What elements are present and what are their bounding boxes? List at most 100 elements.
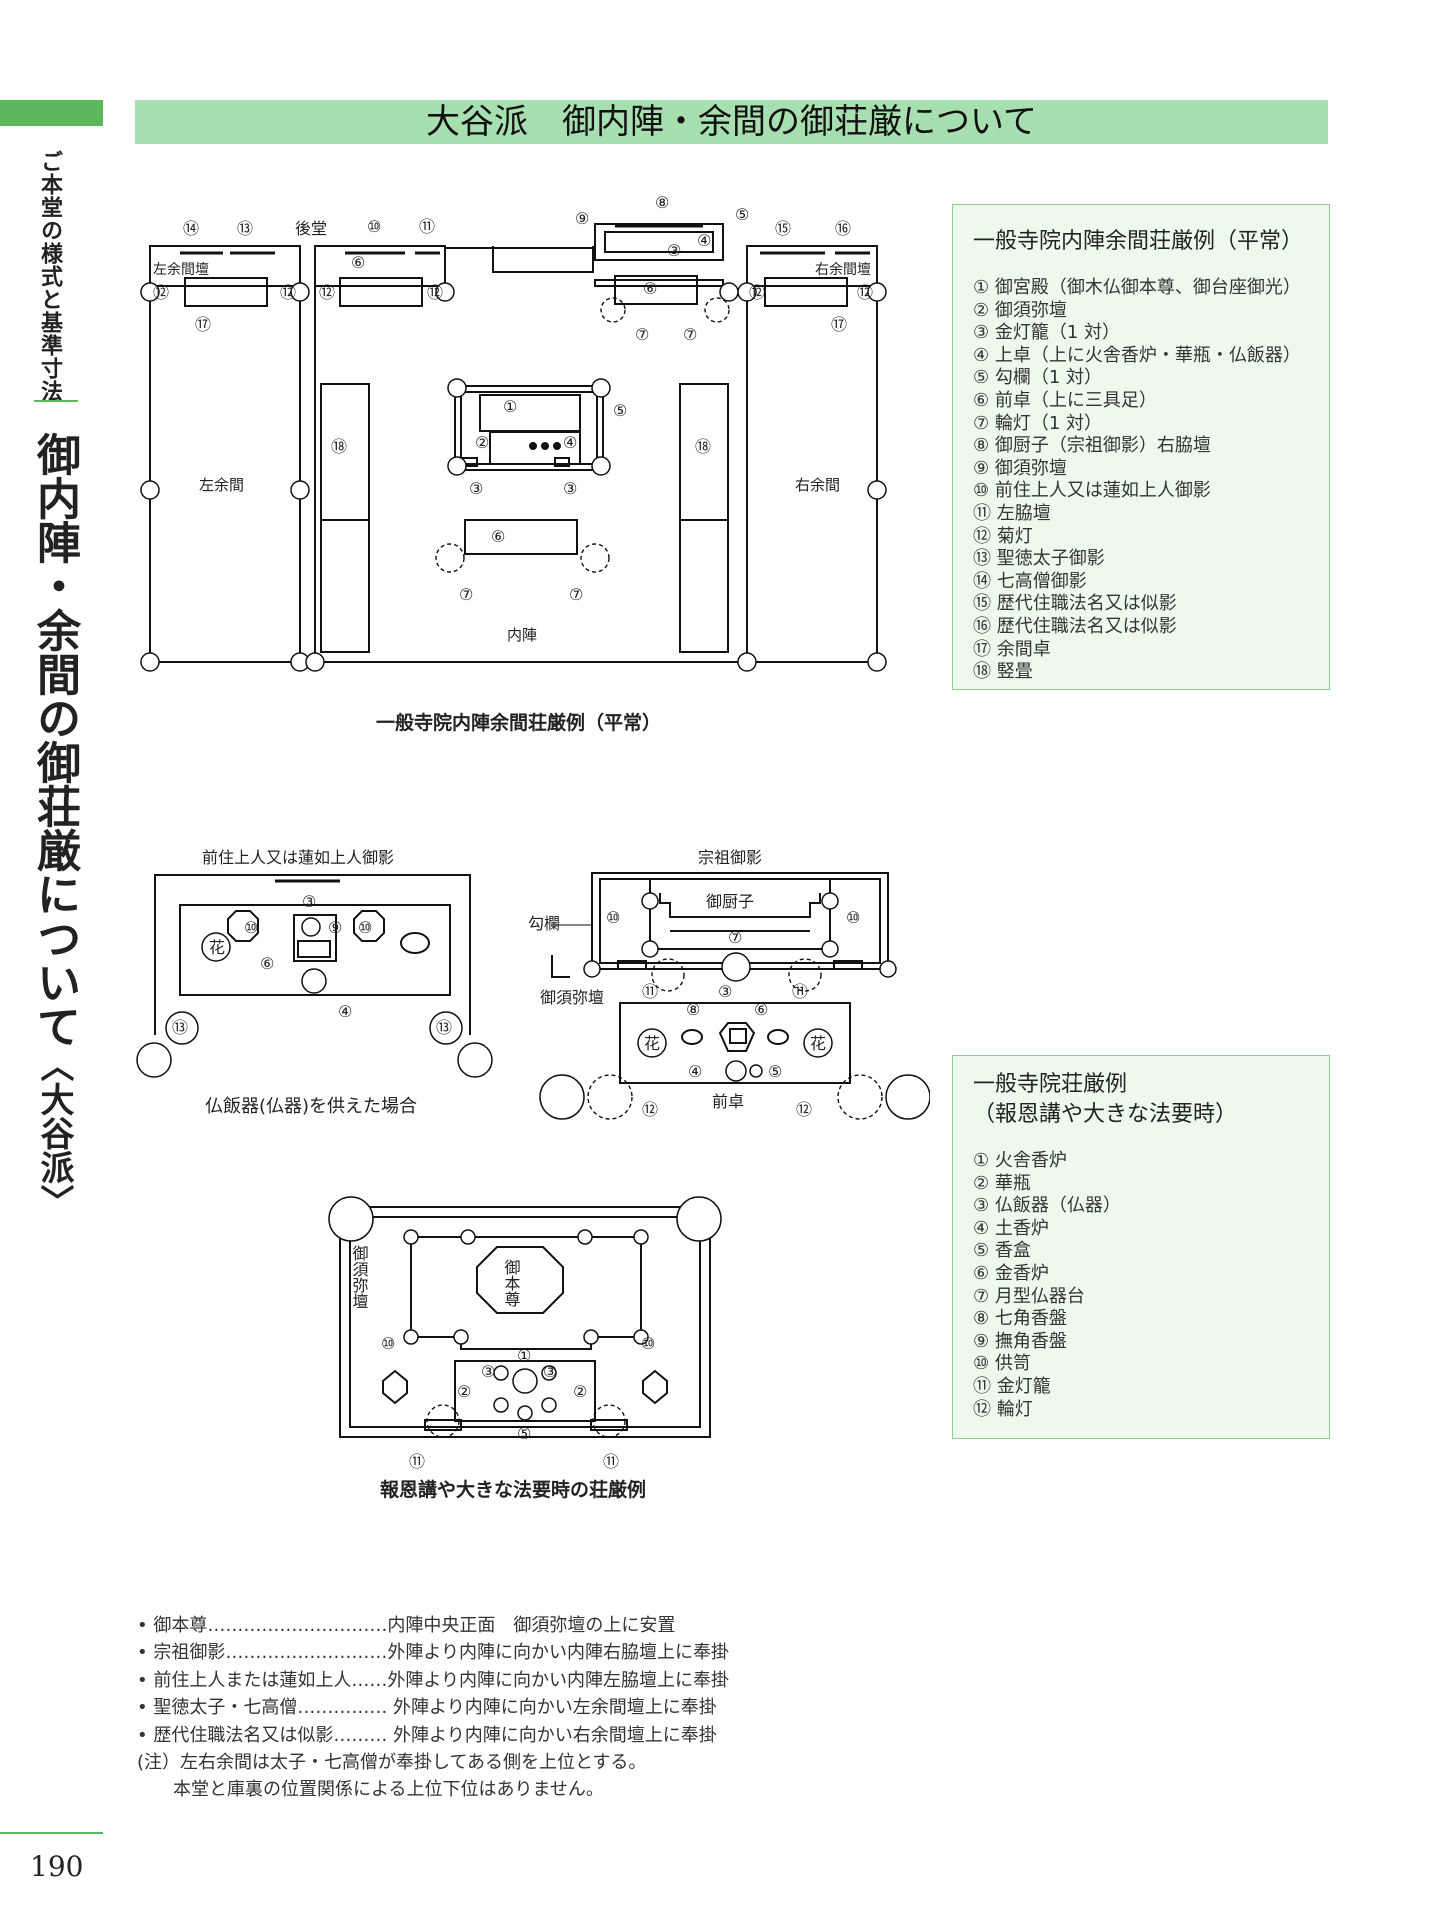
svg-text:②: ② <box>457 1382 471 1401</box>
caption-diagram1: 一般寺院内陣余間荘厳例（平常） <box>376 712 662 734</box>
legend-item: ② 御須弥壇 <box>973 299 1067 321</box>
svg-text:⑫: ⑫ <box>796 1100 812 1119</box>
svg-text:⑥: ⑥ <box>260 954 274 973</box>
chapter-title: ご本堂の様式と基準寸法 <box>37 150 63 403</box>
svg-text:⑦: ⑦ <box>728 928 742 947</box>
legend-item: ② 華瓶 <box>973 1172 1031 1194</box>
legend-item: ⑨ 御須弥壇 <box>973 457 1067 479</box>
legend-item: ④ 上卓（上に火舎香炉・華瓶・仏飯器） <box>973 344 1301 366</box>
svg-text:⑫: ⑫ <box>749 283 765 302</box>
svg-text:⑰: ⑰ <box>195 315 211 334</box>
gohonzon-label: 御本尊 <box>502 1259 521 1308</box>
legend-item: ⑩ 前住上人又は蓮如上人御影 <box>973 480 1211 502</box>
legend-item: ⑧ 七角香盤 <box>973 1308 1067 1330</box>
legend-item: ⑯ 歴代住職法名又は似影 <box>973 615 1177 637</box>
svg-text:⑩: ⑩ <box>641 1334 655 1353</box>
svg-text:②: ② <box>573 1382 587 1401</box>
legend-item: ⑤ 香盒 <box>973 1240 1031 1262</box>
hana-label-right: 花 <box>810 1034 826 1053</box>
legend-hoonko: 一般寺院荘厳例（報恩講や大きな法要時） ① 火舎香炉 ② 華瓶 ③ 仏飯器（仏器… <box>952 1055 1330 1439</box>
svg-text:⑧: ⑧ <box>686 1000 700 1019</box>
note-line: • 御本尊…………………………内陣中央正面 御須弥壇の上に安置 <box>137 1615 676 1636</box>
svg-text:⑫: ⑫ <box>319 283 335 302</box>
svg-text:⑦: ⑦ <box>569 585 583 604</box>
hana-label: 花 <box>209 938 225 957</box>
section-title: 御内陣・余間の御荘厳について〈大谷派〉 <box>29 432 80 1218</box>
svg-text:⑪: ⑪ <box>792 982 808 1001</box>
svg-text:⑫: ⑫ <box>427 283 443 302</box>
svg-text:⑱: ⑱ <box>331 437 347 456</box>
svg-text:⑥: ⑥ <box>754 1000 768 1019</box>
legend-item: ⑫ 菊灯 <box>973 525 1033 547</box>
legend-item: ④ 土香炉 <box>973 1217 1049 1239</box>
svg-text:⑯: ⑯ <box>835 219 851 238</box>
label-migi-yoma: 右余間 <box>795 476 840 494</box>
legend-item: ⑮ 歴代住職法名又は似影 <box>973 593 1177 615</box>
svg-text:⑪: ⑪ <box>642 982 658 1001</box>
caption-diagram4: 報恩講や大きな法要時の荘厳例 <box>380 1479 647 1501</box>
svg-text:③: ③ <box>302 892 316 911</box>
kouran-label: 勾欄 <box>528 914 560 933</box>
page-rule <box>0 1832 103 1834</box>
caption-diagram2: 仏飯器(仏器)を供えた場合 <box>205 1096 418 1117</box>
svg-text:⑩: ⑩ <box>244 918 258 937</box>
svg-text:②: ② <box>475 433 489 452</box>
label-hidari-yoma: 左余間 <box>199 476 244 494</box>
svg-text:⑤: ⑤ <box>613 401 627 420</box>
page-number: 190 <box>30 1850 84 1883</box>
note-line: 本堂と庫裏の位置関係による上位下位はありません。 <box>137 1779 604 1801</box>
svg-text:⑥: ⑥ <box>643 279 657 298</box>
shumidan-label: 御須弥壇 <box>540 988 604 1007</box>
svg-text:⑨: ⑨ <box>575 209 589 228</box>
legend-item: ⑭ 七高僧御影 <box>973 570 1087 592</box>
svg-text:⑫: ⑫ <box>857 283 873 302</box>
svg-text:③: ③ <box>667 241 681 260</box>
legend-item: ⑩ 供笥 <box>973 1353 1031 1375</box>
legend-item: ③ 仏飯器（仏器） <box>973 1195 1121 1217</box>
svg-text:⑫: ⑫ <box>280 283 296 302</box>
svg-text:③: ③ <box>563 479 577 498</box>
notes-list: • 御本尊…………………………内陣中央正面 御須弥壇の上に安置 • 宗祖御影……… <box>137 1612 729 1804</box>
note-line: • 歴代住職法名又は似影……… 外陣より内陣に向かい右余間壇上に奉掛 <box>137 1724 717 1746</box>
legend-item: ③ 金灯籠（1 対） <box>973 322 1121 344</box>
svg-text:③: ③ <box>469 479 483 498</box>
svg-text:④: ④ <box>338 1002 352 1021</box>
svg-text:⑧: ⑧ <box>655 193 669 212</box>
svg-text:③: ③ <box>481 1362 495 1381</box>
legend-item: ⑬ 聖徳太子御影 <box>973 548 1105 570</box>
svg-text:④: ④ <box>688 1062 702 1081</box>
legend-item: ⑫ 輪灯 <box>973 1398 1033 1420</box>
svg-text:⑩: ⑩ <box>846 908 860 927</box>
section-subtitle: 〈大谷派〉 <box>34 1048 74 1218</box>
legend-item: ① 御宮殿（御木仏御本尊、御台座御光） <box>973 277 1301 298</box>
svg-text:⑬: ⑬ <box>436 1018 452 1037</box>
svg-text:⑰: ⑰ <box>831 315 847 334</box>
legend-item: ⑦ 輪灯（1 対） <box>973 412 1103 434</box>
svg-text:⑭: ⑭ <box>183 219 199 238</box>
legend-item: ⑰ 余間卓 <box>973 638 1051 660</box>
legend-item: ⑧ 御厨子（宗祖御影）右脇壇 <box>973 435 1211 457</box>
svg-text:④: ④ <box>697 231 711 250</box>
svg-text:③: ③ <box>543 1362 557 1381</box>
svg-text:④: ④ <box>563 433 577 452</box>
note-line: (注）左右余間は太子・七高僧が奉掛してある側を上位とする。 <box>137 1752 647 1774</box>
legend-item: ⑦ 月型仏器台 <box>973 1285 1085 1307</box>
legend-hoonko-title: 一般寺院荘厳例（報恩講や大きな法要時） <box>973 1072 1238 1127</box>
svg-text:⑪: ⑪ <box>409 1452 425 1471</box>
svg-text:⑫: ⑫ <box>642 1100 658 1119</box>
label-naijin: 内陣 <box>507 626 537 644</box>
shumidan-vertical-label: 御須弥壇 <box>350 1245 369 1309</box>
svg-text:⑬: ⑬ <box>172 1018 188 1037</box>
legend-item: ① 火舎香炉 <box>973 1150 1067 1171</box>
svg-text:③: ③ <box>718 982 732 1001</box>
legend-normal-title: 一般寺院内陣余間荘厳例（平常） <box>973 229 1304 254</box>
svg-text:⑦: ⑦ <box>635 325 649 344</box>
label-migi-yoma-dan: 右余間壇 <box>815 261 871 278</box>
svg-text:⑩: ⑩ <box>381 1334 395 1353</box>
svg-text:⑫: ⑫ <box>153 283 169 302</box>
label-hidari-yoma-dan: 左余間壇 <box>153 261 209 278</box>
legend-normal: 一般寺院内陣余間荘厳例（平常） ① 御宮殿（御木仏御本尊、御台座御光） ② 御須… <box>952 204 1330 690</box>
